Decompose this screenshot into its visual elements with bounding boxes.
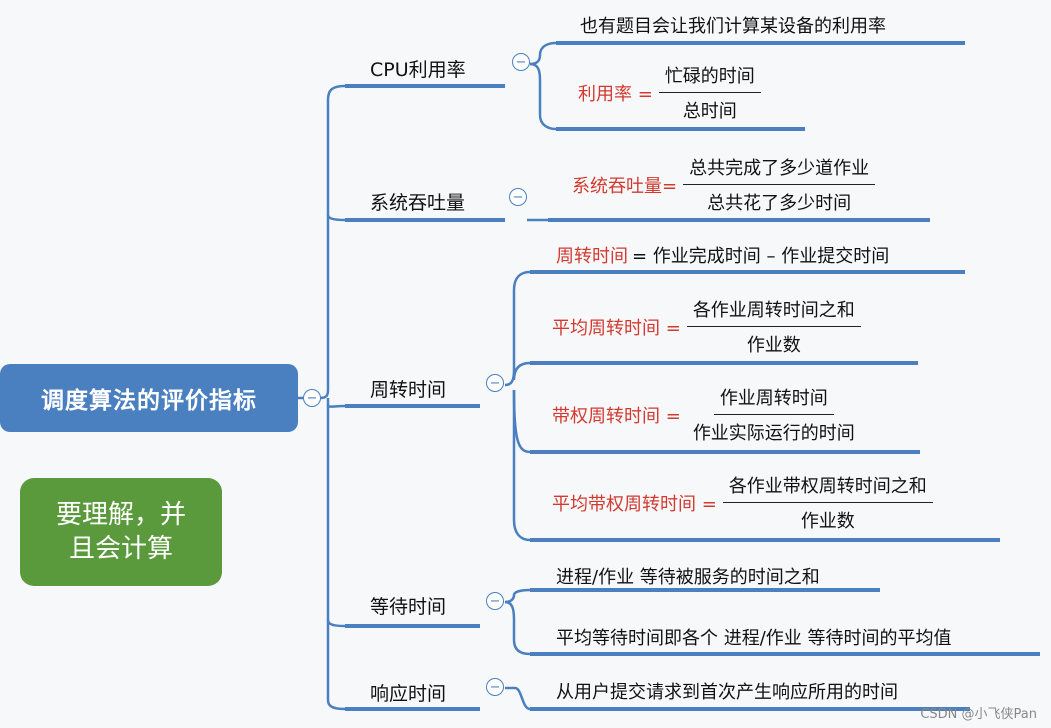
formula-lhs: 平均周转时间 = — [552, 317, 681, 339]
numerator: 各作业带权周转时间之和 — [722, 472, 933, 503]
formula-lhs: 系统吞吐量= — [572, 175, 678, 197]
root-collapse-icon[interactable]: − — [303, 389, 321, 407]
note-line1: 要理解，并 — [55, 500, 186, 530]
branch-cpu-label[interactable]: CPU利用率 — [370, 59, 466, 81]
note-bubble: 要理解，并 且会计算 — [20, 478, 222, 586]
formula-lhs: 平均带权周转时间 = — [552, 493, 717, 515]
fraction: 总共完成了多少道作业 总共花了多少时间 — [683, 154, 876, 215]
formula-rhs: = 作业完成时间 – 作业提交时间 — [632, 246, 890, 267]
fraction: 各作业带权周转时间之和 作业数 — [722, 472, 933, 533]
denominator: 作业数 — [800, 511, 855, 532]
fraction: 作业周转时间 作业实际运行的时间 — [687, 384, 861, 445]
formula-lhs: 周转时间 — [556, 246, 628, 267]
formula-lhs: 带权周转时间 = — [552, 405, 681, 427]
branch-waiting-label[interactable]: 等待时间 — [370, 596, 447, 618]
waiting-leaf-sum[interactable]: 进程/作业 等待被服务的时间之和 — [556, 567, 820, 588]
avg-weighted-turnaround-formula[interactable]: 平均带权周转时间 = 各作业带权周转时间之和 作业数 — [552, 472, 933, 533]
denominator: 总时间 — [682, 101, 737, 122]
denominator: 作业数 — [746, 335, 801, 356]
branch-cpu-collapse-icon[interactable]: − — [512, 53, 530, 71]
denominator: 总共花了多少时间 — [707, 193, 852, 214]
branch-throughput-collapse-icon[interactable]: − — [509, 188, 527, 206]
branch-throughput-label[interactable]: 系统吞吐量 — [370, 192, 466, 214]
numerator: 总共完成了多少道作业 — [683, 154, 876, 185]
cpu-leaf-device-utilization[interactable]: 也有题目会让我们计算某设备的利用率 — [580, 16, 886, 37]
denominator: 作业实际运行的时间 — [692, 423, 855, 444]
numerator: 各作业周转时间之和 — [686, 296, 861, 327]
avg-turnaround-formula[interactable]: 平均周转时间 = 各作业周转时间之和 作业数 — [552, 296, 861, 357]
formula-lhs: 利用率 = — [578, 83, 653, 105]
response-leaf-definition[interactable]: 从用户提交请求到首次产生响应所用的时间 — [556, 682, 898, 703]
branch-response-collapse-icon[interactable]: − — [486, 678, 504, 696]
branch-turnaround-label[interactable]: 周转时间 — [370, 379, 447, 401]
root-label: 调度算法的评价指标 — [41, 388, 257, 414]
weighted-turnaround-formula[interactable]: 带权周转时间 = 作业周转时间 作业实际运行的时间 — [552, 384, 861, 445]
fraction: 忙碌的时间 总时间 — [658, 62, 761, 123]
root-node[interactable]: 调度算法的评价指标 — [0, 364, 298, 432]
note-line2: 且会计算 — [68, 534, 173, 564]
branch-waiting-collapse-icon[interactable]: − — [486, 592, 504, 610]
throughput-formula[interactable]: 系统吞吐量= 总共完成了多少道作业 总共花了多少时间 — [572, 154, 876, 215]
branch-response-label[interactable]: 响应时间 — [370, 683, 447, 705]
watermark: CSDN @小飞侠Pan — [920, 707, 1037, 722]
fraction: 各作业周转时间之和 作业数 — [686, 296, 861, 357]
turnaround-time-formula[interactable]: 周转时间 = 作业完成时间 – 作业提交时间 — [556, 242, 889, 268]
cpu-utilization-formula[interactable]: 利用率 = 忙碌的时间 总时间 — [578, 62, 761, 123]
branch-turnaround-collapse-icon[interactable]: − — [486, 374, 504, 392]
waiting-leaf-average[interactable]: 平均等待时间即各个 进程/作业 等待时间的平均值 — [556, 628, 952, 649]
numerator: 作业周转时间 — [713, 384, 834, 415]
numerator: 忙碌的时间 — [658, 62, 761, 93]
